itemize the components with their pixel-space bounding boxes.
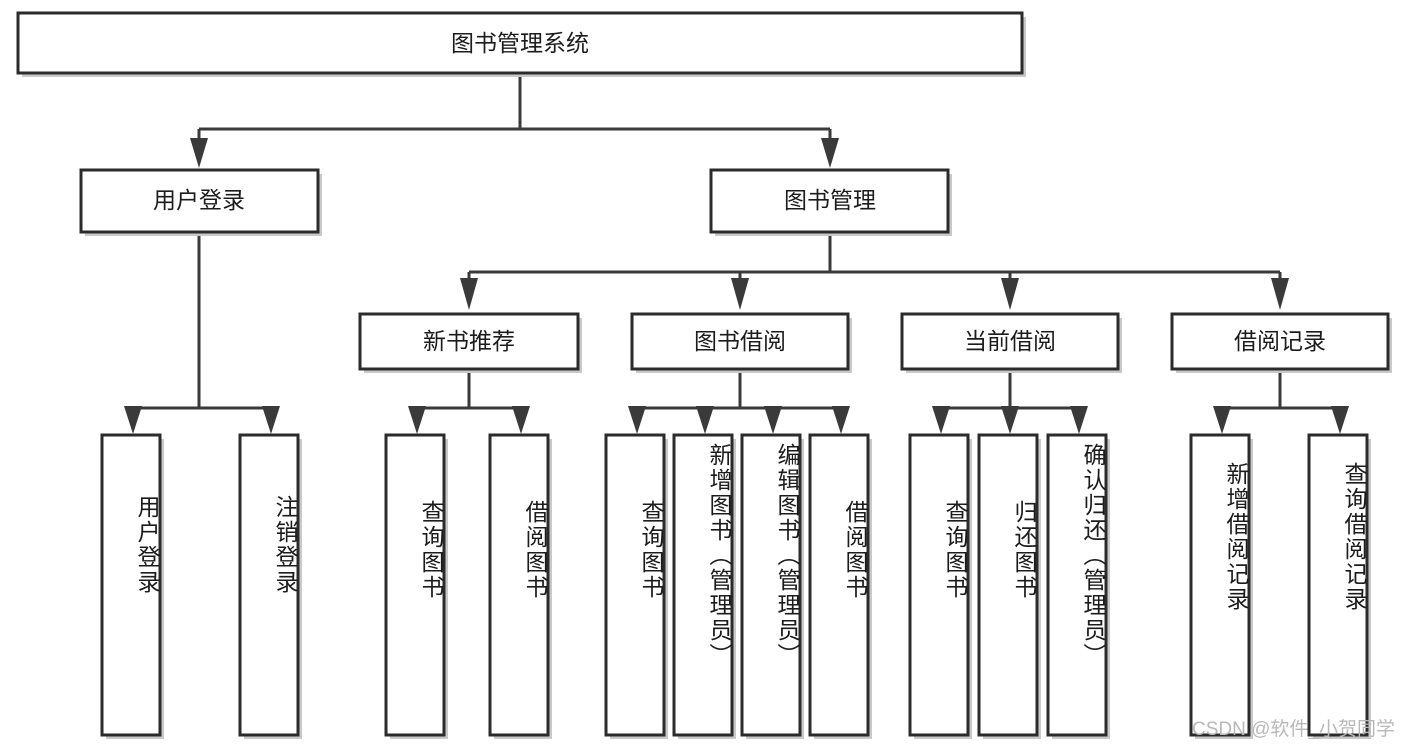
node-book-manage-label: 图书管理 [784,187,876,213]
node-root-label: 图书管理系统 [451,30,589,56]
leaf-current-return[interactable] [977,433,1041,739]
leaf-newbook-query[interactable] [384,433,448,739]
leaf-newbook-borrow[interactable] [488,433,552,739]
arrow-borrow-to-query [628,406,646,434]
leaf-current-query[interactable] [908,433,972,739]
leaf-borrow-add[interactable] [672,433,736,739]
node-current-borrow-label: 当前借阅 [964,328,1056,354]
leaf-record-add[interactable] [1189,433,1253,739]
leaf-user-login[interactable] [100,433,164,739]
node-current-borrow[interactable]: 当前借阅 [900,312,1122,373]
arrow-borrow-to-add [696,406,714,434]
leaf-boxes [100,433,1371,739]
leaf-borrow-query[interactable] [604,433,668,739]
node-book-borrow-label: 图书借阅 [694,328,786,354]
node-user-login[interactable]: 用户登录 [79,168,322,236]
arrow-current-to-confirm [1070,406,1088,434]
node-user-login-label: 用户登录 [153,187,245,213]
leaf-borrow-lend[interactable] [808,433,872,739]
arrow-newbook-to-borrow [512,406,530,434]
node-book-manage[interactable]: 图书管理 [709,168,952,236]
leaf-user-logout[interactable] [238,433,302,739]
node-book-borrow[interactable]: 图书借阅 [630,312,852,373]
arrow-book-to-newbook [460,278,478,310]
node-new-book-rec-label: 新书推荐 [423,328,515,354]
leaf-record-query[interactable] [1307,433,1371,739]
node-borrow-record-label: 借阅记录 [1234,328,1326,354]
node-root[interactable]: 图书管理系统 [16,11,1026,77]
arrow-borrow-to-edit [764,406,782,434]
arrow-borrow-to-lend [832,406,850,434]
arrow-user-to-login [124,406,142,434]
arrow-book-to-record [1271,278,1289,310]
arrow-record-to-add [1213,406,1231,434]
arrow-root-to-user [190,138,208,168]
arrow-newbook-to-query [408,406,426,434]
arrow-root-to-book [821,138,839,168]
leaf-current-confirm[interactable] [1046,433,1110,739]
arrow-current-to-return [1001,406,1019,434]
connector-layer [124,76,1349,434]
arrow-book-to-current [1001,278,1019,310]
node-borrow-record[interactable]: 借阅记录 [1170,312,1392,373]
node-new-book-rec[interactable]: 新书推荐 [358,312,582,373]
arrow-current-to-query [932,406,950,434]
arrow-record-to-query [1331,406,1349,434]
arrow-book-to-borrow [731,278,749,310]
arrow-user-to-logout [262,406,280,434]
leaf-borrow-edit[interactable] [740,433,804,739]
